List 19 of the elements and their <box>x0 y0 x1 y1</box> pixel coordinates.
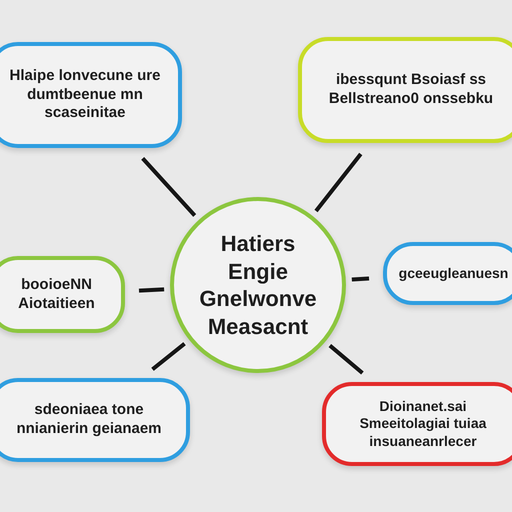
topic-text: ibessqunt Bsoiasf ss Bellstreano0 onssebku <box>328 71 494 109</box>
topic-box <box>0 256 125 333</box>
topic-box <box>383 242 512 305</box>
topic-text: sdeoniaea tone nnianierin geianaem <box>15 401 163 439</box>
topic-box <box>0 378 190 462</box>
connector-line <box>141 157 196 217</box>
connector-line <box>138 287 164 293</box>
connector-line <box>314 152 362 212</box>
topic-box <box>322 382 512 466</box>
topic-box <box>298 37 512 143</box>
central-topic-text: Hatiers Engie Gnelwonve Measacnt <box>198 230 318 340</box>
topic-text: gceeugleanuesn <box>398 264 508 282</box>
topic-text: Hlaipe lonvecune ure dumtbeenue mn scaseinitae <box>8 66 162 124</box>
connector-line <box>352 276 370 282</box>
connector-line <box>151 342 186 371</box>
topic-box <box>0 42 182 148</box>
connector-line <box>328 344 364 374</box>
topic-text: booioeNN Aiotaitieen <box>17 276 96 314</box>
topic-text: Dioinanet.sai Smeeitolagiai tuiaa insuaneanrlecer <box>358 398 488 450</box>
